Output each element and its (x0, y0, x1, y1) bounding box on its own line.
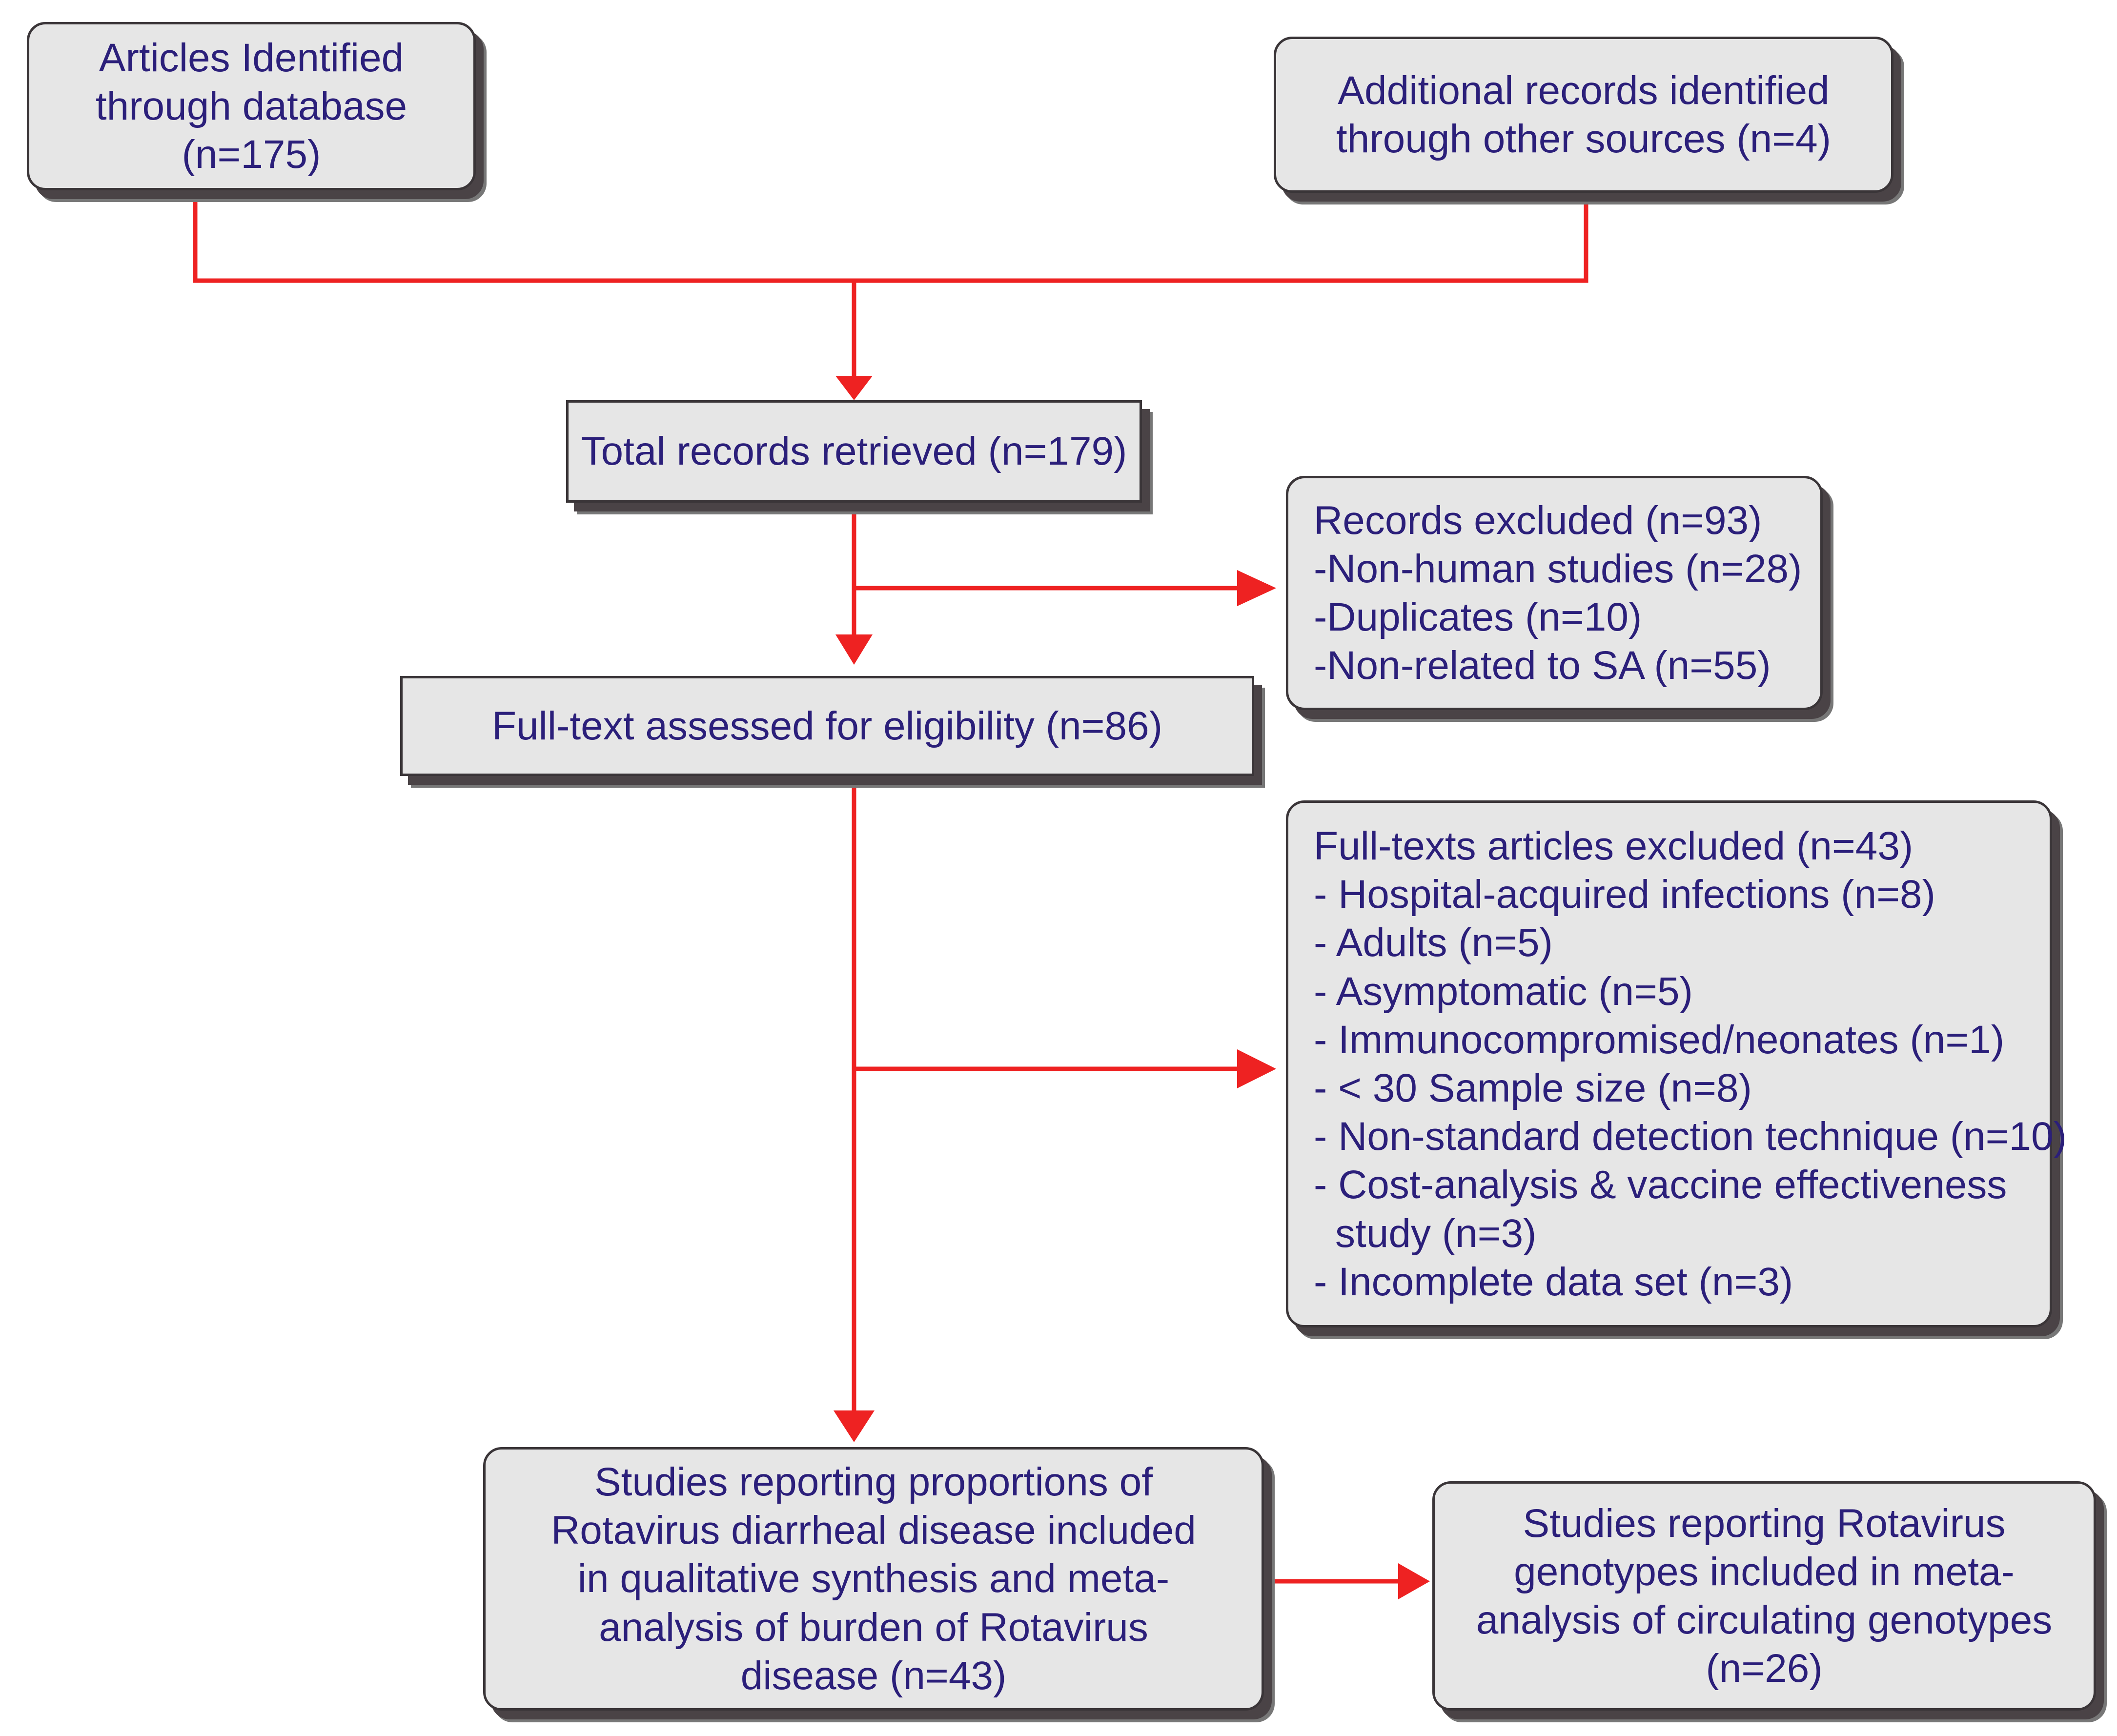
genotype-studies-box: Studies reporting Rotavirus genotypes in… (1432, 1481, 2096, 1711)
arrowhead-studies (834, 1410, 875, 1442)
box-line: Studies reporting Rotavirus (1523, 1501, 2006, 1546)
box-line: -Non-human studies (n=28) (1314, 546, 1802, 591)
box-line: - Hospital-acquired infections (n=8) (1314, 872, 1935, 917)
fulltext-assessed-box: Full-text assessed for eligibility (n=86… (400, 676, 1254, 776)
box-line: Studies reporting proportions of (594, 1459, 1153, 1504)
arrowhead-records-excluded (1237, 570, 1276, 606)
box-line: -Non-related to SA (n=55) (1314, 643, 1771, 688)
box-line: Articles Identified (99, 35, 404, 80)
box-line: study (n=3) (1335, 1211, 1537, 1256)
arrowhead-genotype-studies (1398, 1563, 1430, 1599)
database-records-box: Articles Identified through database (n=… (27, 22, 476, 190)
box-line: Full-text assessed for eligibility (n=86… (491, 703, 1163, 748)
records-excluded-box: Records excluded (n=93) -Non-human studi… (1286, 476, 1823, 710)
box-line: - Non-standard detection technique (n=10… (1314, 1114, 2067, 1159)
fulltext-excluded-box: Full-texts articles excluded (n=43) - Ho… (1286, 800, 2067, 1328)
box-line: through database (95, 83, 407, 128)
box-line: (n=175) (182, 132, 321, 177)
other-sources-box: Additional records identified through ot… (1274, 37, 1893, 193)
box-line: - Incomplete data set (n=3) (1314, 1259, 1793, 1304)
arrowhead-fulltext (835, 634, 873, 665)
box-line: - Immunocompromised/neonates (n=1) (1314, 1017, 2005, 1062)
total-records-box: Total records retrieved (n=179) (566, 400, 1142, 503)
box-line: - Adults (n=5) (1314, 920, 1553, 965)
box-line: Rotavirus diarrheal disease included (551, 1508, 1196, 1553)
box-line: genotypes included in meta- (1514, 1549, 2015, 1594)
box-line: - < 30 Sample size (n=8) (1314, 1066, 1752, 1110)
box-line: - Asymptomatic (n=5) (1314, 969, 1693, 1014)
box-line: Additional records identified (1338, 68, 1830, 113)
merge-connector (193, 200, 1588, 283)
box-line: (n=26) (1706, 1646, 1823, 1691)
box-line: -Duplicates (n=10) (1314, 595, 1642, 639)
box-line: in qualitative synthesis and meta- (577, 1556, 1170, 1601)
box-line: Full-texts articles excluded (n=43) (1314, 823, 1913, 868)
box-line: Total records retrieved (n=179) (581, 429, 1127, 474)
box-line: analysis of circulating genotypes (1476, 1598, 2053, 1642)
box-line: through other sources (n=4) (1336, 117, 1832, 161)
arrowhead-total (835, 376, 873, 400)
box-line: Records excluded (n=93) (1314, 498, 1762, 543)
box-line: disease (n=43) (740, 1653, 1007, 1698)
box-line: - Cost-analysis & vaccine effectiveness (1314, 1163, 2007, 1207)
arrowhead-fulltext-excluded (1237, 1049, 1276, 1088)
burden-studies-box: Studies reporting proportions of Rotavir… (483, 1447, 1264, 1711)
box-line: analysis of burden of Rotavirus (599, 1605, 1148, 1650)
